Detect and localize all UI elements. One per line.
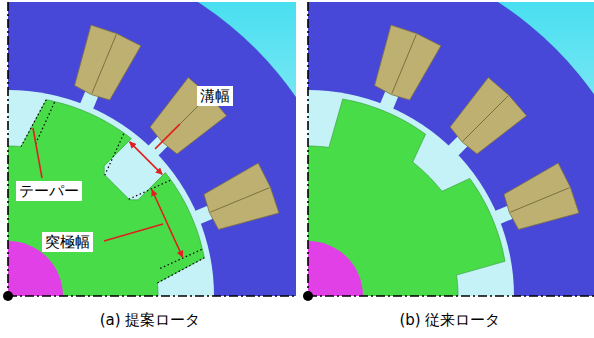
axis-line [8,295,296,297]
dimension-arrow [152,190,183,257]
guide-dotted-line [160,248,204,268]
coil-slot [450,78,526,154]
stator-core [308,2,594,296]
motor-section [308,2,594,296]
part-label: 突極幅 [42,232,93,252]
coil-divider [392,35,416,94]
coil-slot [204,163,279,229]
coil-divider [510,188,569,212]
part-label: テーパー [16,181,82,201]
taper-dotted-line [21,100,46,147]
motor-section [8,2,296,296]
panel-caption: (a) 提案ロータ [100,311,201,329]
air-gap [308,90,514,296]
taper-dotted-line [157,258,204,283]
coil-divider [463,96,508,141]
axis-line [308,295,594,297]
center-dot [303,291,313,301]
coil-slot [375,25,441,100]
axis-line [307,2,309,296]
coil-slot [504,163,579,229]
axis-line [7,2,9,296]
leader-line [104,224,163,241]
center-dot [3,291,13,301]
coil-divider [92,35,116,94]
stator-core [8,2,296,296]
leader-line [33,128,42,178]
guide-dotted-line [105,132,125,176]
panel-caption: (b) 従来ロータ [400,311,501,329]
part-label: 溝幅 [197,86,233,106]
shaft [308,241,363,296]
air-gap [8,90,214,296]
coil-slot [75,25,141,100]
coil-divider [210,188,269,212]
guide-dotted-line [36,100,56,144]
guide-dotted-line [129,179,173,199]
leader-line [155,124,180,149]
